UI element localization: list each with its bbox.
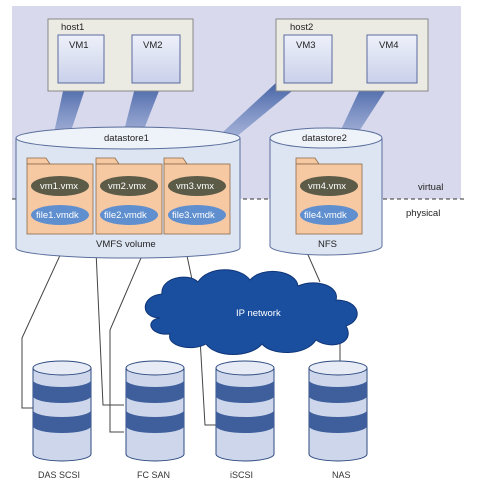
vm1-label: VM1 — [69, 40, 89, 51]
disk-band — [33, 380, 91, 403]
vm4-label: VM4 — [379, 40, 399, 51]
ip-network-label: IP network — [236, 308, 281, 319]
vmx-label-2: vm2.vmx — [108, 181, 146, 192]
link-iscsi-b — [199, 337, 217, 426]
host1-label: host1 — [61, 22, 84, 33]
vmdk-label-2: file2.vmdk — [104, 210, 147, 221]
datastore2-label: datastore2 — [302, 133, 347, 144]
storage-disk-4: NAS — [308, 360, 368, 480]
host2-box: host2 VM3 VM4 — [275, 18, 429, 92]
vm3-box — [283, 34, 333, 84]
vmdk-badge-3 — [168, 205, 226, 225]
vm2-box — [131, 34, 181, 84]
vmdk-label-4: file4.vmdk — [304, 210, 347, 221]
host2-label: host2 — [290, 22, 313, 33]
storage-disk-1: DAS SCSI — [32, 360, 92, 480]
datastore1-label: datastore1 — [104, 133, 149, 144]
vm4-box — [366, 34, 418, 84]
vmdk-badge-1 — [31, 205, 89, 225]
storage-label-1: DAS SCSI — [38, 470, 80, 480]
datastore1-type-label: VMFS volume — [96, 239, 156, 250]
storage-disk-2: FC SAN — [125, 360, 185, 480]
storage-label-2: FC SAN — [137, 470, 170, 480]
vmdk-label-1: file1.vmdk — [36, 210, 79, 221]
vmx-badge-1 — [31, 176, 89, 196]
disk-band — [309, 410, 367, 433]
link-fc-san-a — [95, 250, 124, 406]
storage-connections — [21, 247, 341, 433]
disk-band — [126, 410, 184, 433]
datastore2-type-label: NFS — [318, 239, 337, 250]
disk-band — [126, 380, 184, 403]
vmx-badge-3 — [168, 176, 226, 196]
vmx-label-3: vm3.vmx — [176, 181, 214, 192]
datastore1-folder-1: vm1.vmx file1.vmdk — [26, 157, 94, 235]
disk-band — [216, 380, 274, 403]
vm1-box — [57, 34, 105, 84]
vmx-badge-2 — [100, 176, 158, 196]
physical-label: physical — [406, 208, 440, 219]
disk-band — [33, 410, 91, 433]
vmdk-badge-4 — [300, 205, 358, 225]
link-das-scsi — [21, 250, 63, 409]
vmx-badge-4 — [300, 176, 358, 196]
virtual-label: virtual — [418, 182, 443, 193]
vmx-label-4: vm4.vmx — [308, 181, 346, 192]
storage-disk-3: iSCSI — [215, 360, 275, 480]
datastore1-folder-3: vm3.vmx file3.vmdk — [163, 157, 231, 235]
ip-network-cloud: IP network — [144, 269, 358, 355]
physical-storage-stacks: DAS SCSI FC SAN iSCSI NAS — [32, 360, 368, 480]
disk-band — [216, 410, 274, 433]
datastore1-folder-2: vm2.vmx file2.vmdk — [95, 157, 163, 235]
link-fc-san-b — [109, 250, 145, 433]
vmdk-label-3: file3.vmdk — [172, 210, 215, 221]
host1-box: host1 VM1 VM2 — [47, 18, 194, 92]
datastore2-folder-1: vm4.vmx file4.vmdk — [295, 157, 363, 235]
vm2-label: VM2 — [143, 40, 163, 51]
disk-band — [309, 380, 367, 403]
storage-label-3: iSCSI — [230, 470, 253, 480]
vmdk-badge-2 — [100, 205, 158, 225]
vm3-label: VM3 — [296, 40, 316, 51]
vmx-label-1: vm1.vmx — [40, 181, 78, 192]
storage-label-4: NAS — [332, 470, 351, 480]
